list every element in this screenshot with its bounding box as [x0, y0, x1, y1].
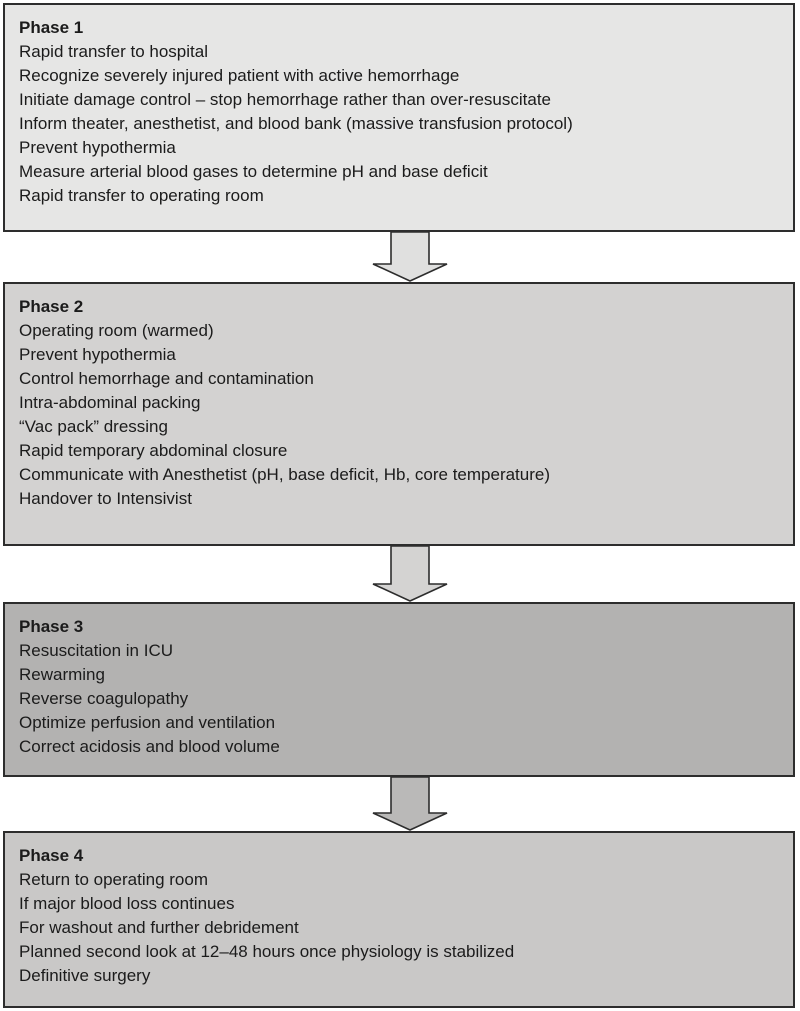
- phase-1-title: Phase 1: [19, 18, 84, 37]
- phase-step: Reverse coagulopathy: [19, 689, 189, 708]
- phase-step: “Vac pack” dressing: [19, 417, 168, 436]
- phase-step: Correct acidosis and blood volume: [19, 737, 280, 756]
- phase-2-steps: Operating room (warmed) Prevent hypotherm…: [19, 319, 779, 511]
- flow-connector-2: [371, 546, 449, 602]
- phase-step: Measure arterial blood gases to determin…: [19, 162, 488, 181]
- phase-step: Rewarming: [19, 665, 105, 684]
- flow-connector-3: [371, 777, 449, 831]
- phase-step: For washout and further debridement: [19, 918, 299, 937]
- phase-4-title: Phase 4: [19, 846, 84, 865]
- phase-step: Communicate with Anesthetist (pH, base d…: [19, 465, 551, 484]
- phase-step: Inform theater, anesthetist, and blood b…: [19, 114, 573, 133]
- down-arrow-icon: [372, 777, 448, 831]
- phase-4-steps: Return to operating room If major blood l…: [19, 868, 779, 988]
- phase-step: Initiate damage control – stop hemorrhag…: [19, 90, 552, 109]
- down-arrow-icon: [372, 546, 448, 602]
- phase-step: Prevent hypothermia: [19, 345, 176, 364]
- phase-step: Operating room (warmed): [19, 321, 214, 340]
- phase-step: If major blood loss continues: [19, 894, 235, 913]
- phase-step: Recognize severely injured patient with …: [19, 66, 460, 85]
- phase-4-box: Phase 4 Return to operating room If major…: [3, 831, 795, 1008]
- phase-step: Control hemorrhage and contamination: [19, 369, 314, 388]
- phase-step: Resuscitation in ICU: [19, 641, 174, 660]
- flow-connector-1: [371, 232, 449, 282]
- phase-2-box: Phase 2 Operating room (warmed) Prevent h…: [3, 282, 795, 546]
- phase-step: Rapid temporary abdominal closure: [19, 441, 288, 460]
- phase-2-title: Phase 2: [19, 297, 84, 316]
- phase-step: Rapid transfer to operating room: [19, 186, 264, 205]
- phase-step: Return to operating room: [19, 870, 208, 889]
- phase-step: Intra-abdominal packing: [19, 393, 201, 412]
- phase-step: Prevent hypothermia: [19, 138, 176, 157]
- down-arrow-icon: [372, 232, 448, 282]
- phase-step: Handover to Intensivist: [19, 489, 192, 508]
- phase-step: Optimize perfusion and ventilation: [19, 713, 276, 732]
- phase-3-title: Phase 3: [19, 617, 84, 636]
- phase-step: Definitive surgery: [19, 966, 151, 985]
- phase-step: Planned second look at 12–48 hours once …: [19, 942, 515, 961]
- phase-step: Rapid transfer to hospital: [19, 42, 208, 61]
